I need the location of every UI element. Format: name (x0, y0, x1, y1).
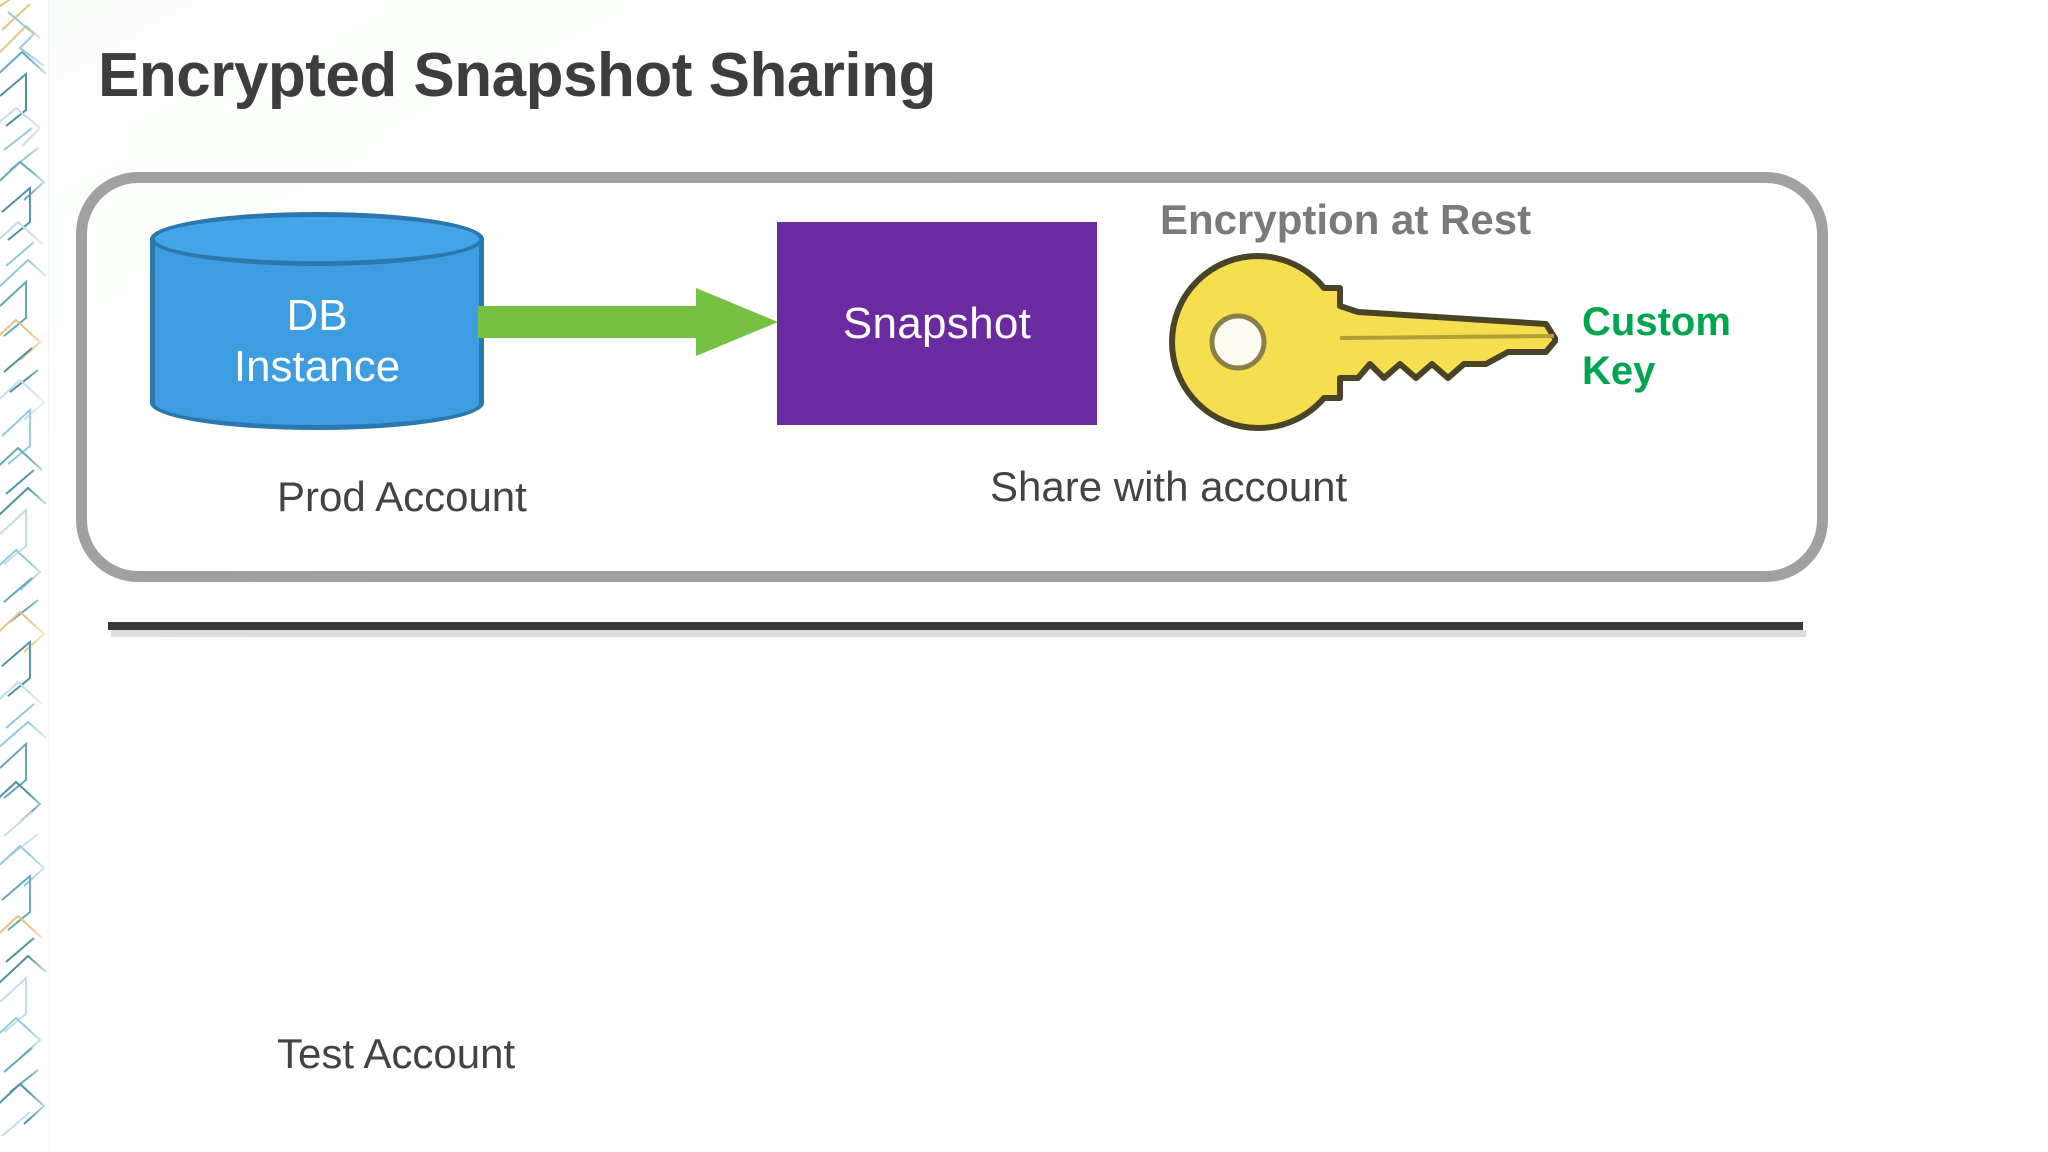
custom-key-label: Custom Key (1582, 298, 1842, 396)
key-glyph (1169, 253, 1559, 432)
prod-account-container (76, 172, 1828, 582)
snapshot-box: Snapshot (777, 222, 1097, 425)
cylinder-top (150, 212, 484, 266)
key-icon (1168, 252, 1559, 434)
db-instance-label: DB Instance (150, 290, 484, 392)
test-account-label: Test Account (277, 1030, 516, 1077)
circuit-pattern-svg (0, 0, 47, 1137)
db-label-line1: DB (286, 291, 348, 340)
circuit-pattern-strip (0, 0, 52, 1152)
custom-key-line1: Custom (1582, 300, 1731, 344)
arrow-right-icon (478, 288, 778, 356)
flow-arrow (478, 288, 778, 356)
share-with-account-label: Share with account (990, 463, 1348, 510)
divider-shadow (111, 630, 1806, 637)
encryption-at-rest-heading: Encryption at Rest (1160, 196, 1532, 243)
custom-key-line2: Key (1582, 348, 1656, 393)
prod-account-label: Prod Account (277, 473, 527, 520)
snapshot-label: Snapshot (842, 298, 1032, 348)
db-label-line2: Instance (233, 342, 401, 392)
db-instance-cylinder: DB Instance (150, 212, 484, 430)
section-divider (108, 622, 1806, 637)
strip-edge-line (48, 0, 50, 1152)
page-title: Encrypted Snapshot Sharing (98, 41, 936, 110)
